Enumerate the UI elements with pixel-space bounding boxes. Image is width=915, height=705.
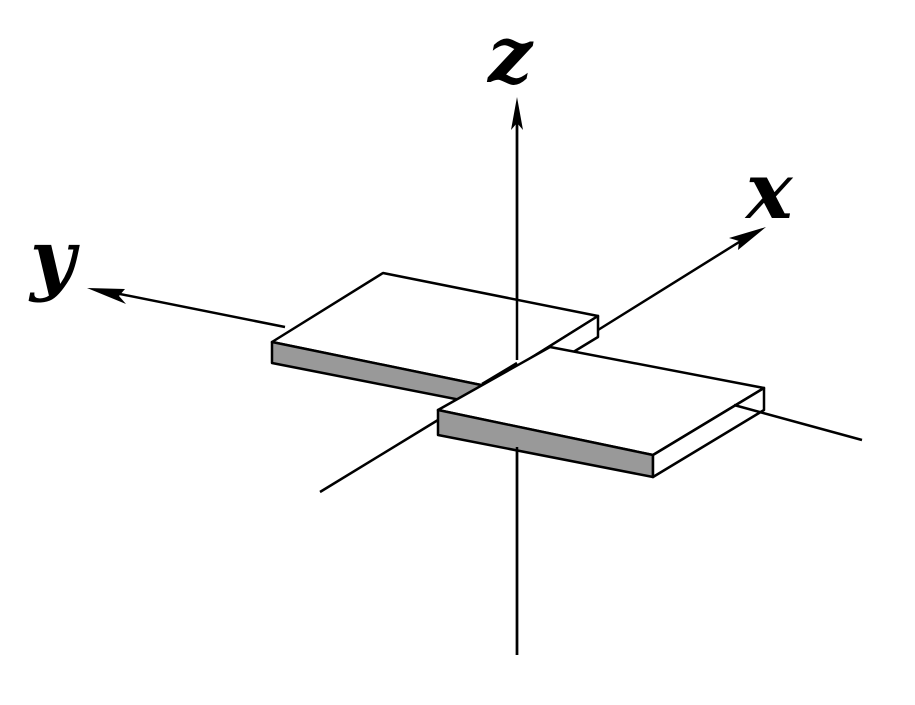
x-axis-line-mid: [481, 361, 518, 386]
right-rod-line: [733, 403, 863, 442]
y-axis-line: [99, 288, 286, 329]
axis-foreground-segments: [319, 110, 863, 655]
z-axis-label: z: [486, 10, 534, 101]
x-axis: [597, 227, 766, 332]
x-axis-label: x: [744, 146, 794, 237]
y-axis: [87, 288, 286, 329]
x-axis-arrowhead: [729, 227, 766, 250]
x-axis-line-upper: [597, 232, 753, 332]
right-plate-side-face: [651, 386, 766, 479]
right-plate: [436, 345, 766, 479]
x-axis-line-lower: [319, 418, 439, 494]
y-axis-label: y: [28, 213, 80, 304]
y-axis-arrowhead: [87, 288, 126, 304]
